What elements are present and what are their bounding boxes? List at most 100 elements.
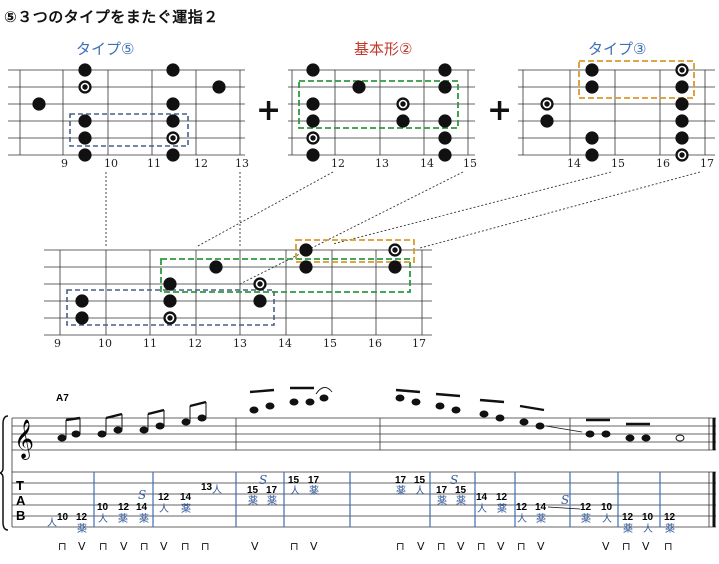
- note-dot: [78, 148, 92, 162]
- tab-fret: 14: [535, 502, 547, 513]
- fret-number: 10: [98, 337, 112, 350]
- fret-number: 15: [323, 337, 337, 350]
- note-dot: [675, 114, 689, 128]
- finger-mark: 薬: [309, 485, 319, 497]
- finger-mark: 人: [477, 503, 487, 515]
- tab-staff: T A B 10 人 12 薬 10 人 12 薬 S 14 薬 12 人 14…: [0, 415, 716, 553]
- root-note-dot: [396, 97, 410, 111]
- note-dot: [306, 63, 320, 77]
- note-dot: [388, 260, 402, 274]
- up-pick: V: [537, 540, 545, 553]
- finger-mark: 人: [159, 503, 169, 515]
- chord-symbol: A7: [56, 393, 69, 404]
- note-dot: [163, 277, 177, 291]
- down-pick: ⊓: [517, 540, 526, 553]
- note-dot: [212, 80, 226, 94]
- tab-fret: 12: [496, 492, 508, 503]
- finger-mark: 薬: [77, 523, 87, 535]
- up-pick: V: [417, 540, 425, 553]
- note-dot: [166, 63, 180, 77]
- diagram-label-type5: タイプ⑤: [76, 40, 135, 58]
- fret-number: 12: [188, 337, 202, 350]
- fretboard-combined: 9 10 11 12 13 14 15 16 17: [44, 239, 432, 350]
- finger-mark: 薬: [623, 523, 633, 535]
- note-dot: [396, 114, 410, 128]
- note-dot: [209, 260, 223, 274]
- fret-number: 15: [611, 157, 625, 170]
- finger-mark: 薬: [536, 513, 546, 525]
- root-note-dot: [675, 148, 689, 162]
- note-dot: [438, 148, 452, 162]
- root-note-dot: [166, 131, 180, 145]
- tab-fret: 12: [622, 512, 634, 523]
- finger-mark: 人: [98, 513, 108, 525]
- finger-mark: 薬: [497, 503, 507, 515]
- slide-mark: S: [450, 473, 458, 487]
- fret-number: 17: [700, 157, 714, 170]
- fret-number: 9: [61, 157, 68, 170]
- down-pick: ⊓: [396, 540, 405, 553]
- fret-number: 12: [331, 157, 345, 170]
- finger-mark: 薬: [118, 513, 128, 525]
- notation-staff: 𝄞 A7: [12, 386, 716, 460]
- finger-mark: 人: [415, 485, 425, 497]
- note-dot: [78, 131, 92, 145]
- root-note-dot: [163, 311, 177, 325]
- note-dot: [75, 311, 89, 325]
- note-dot: [585, 80, 599, 94]
- down-pick: ⊓: [181, 540, 190, 553]
- tab-fret: 14: [136, 502, 148, 513]
- note-dot: [163, 294, 177, 308]
- plus-sign-2: +: [487, 93, 513, 128]
- highlight-box-type5: [69, 113, 189, 147]
- fret-number: 16: [368, 337, 382, 350]
- note-dot: [299, 243, 313, 257]
- fret-number: 12: [194, 157, 208, 170]
- down-pick: ⊓: [99, 540, 108, 553]
- finger-mark: 薬: [396, 485, 406, 497]
- highlight-box-type5: [66, 289, 275, 326]
- fret-numbers-type5: 9 10 11 12 13: [61, 157, 249, 170]
- tab-clef-a: A: [16, 493, 26, 508]
- tab-fret: 12: [580, 502, 592, 513]
- down-pick: ⊓: [664, 540, 673, 553]
- note-dot: [78, 63, 92, 77]
- diagram-label-type3: タイプ③: [588, 40, 647, 58]
- fret-number: 17: [412, 337, 426, 350]
- note-dot: [253, 294, 267, 308]
- finger-mark: 薬: [267, 495, 277, 507]
- down-pick: ⊓: [437, 540, 446, 553]
- up-pick: V: [120, 540, 128, 553]
- tab-fret: 12: [158, 492, 170, 503]
- note-dot: [306, 97, 320, 111]
- fret-number: 11: [147, 157, 161, 170]
- finger-mark: 薬: [248, 495, 258, 507]
- treble-clef-icon: 𝄞: [14, 419, 34, 460]
- note-dot: [78, 114, 92, 128]
- note-dot: [438, 63, 452, 77]
- down-pick: ⊓: [140, 540, 149, 553]
- tab-fret: 17: [266, 485, 278, 496]
- root-note-dot: [78, 80, 92, 94]
- note-dot: [585, 63, 599, 77]
- fret-number: 14: [420, 157, 434, 170]
- root-note-dot: [388, 243, 402, 257]
- tab-fret: 15: [247, 485, 259, 496]
- note-dot: [675, 131, 689, 145]
- picking-marks: ⊓ V ⊓ V ⊓ V ⊓ ⊓ V ⊓ V ⊓ V ⊓ V ⊓ V ⊓ V V …: [58, 540, 673, 553]
- note-dot: [75, 294, 89, 308]
- note-dot: [306, 114, 320, 128]
- note-dot: [540, 114, 554, 128]
- finger-mark: 人: [602, 513, 612, 525]
- root-note-dot: [675, 63, 689, 77]
- tab-fret: 12: [76, 512, 88, 523]
- finger-mark: 人: [47, 517, 57, 529]
- fret-number: 15: [463, 157, 477, 170]
- tab-clef-b: B: [16, 508, 25, 523]
- plus-sign-1: +: [256, 93, 282, 128]
- down-pick: ⊓: [477, 540, 486, 553]
- finger-mark: 薬: [665, 523, 675, 535]
- note-dot: [585, 148, 599, 162]
- root-note-dot: [253, 277, 267, 291]
- highlight-box-basic2: [160, 258, 411, 293]
